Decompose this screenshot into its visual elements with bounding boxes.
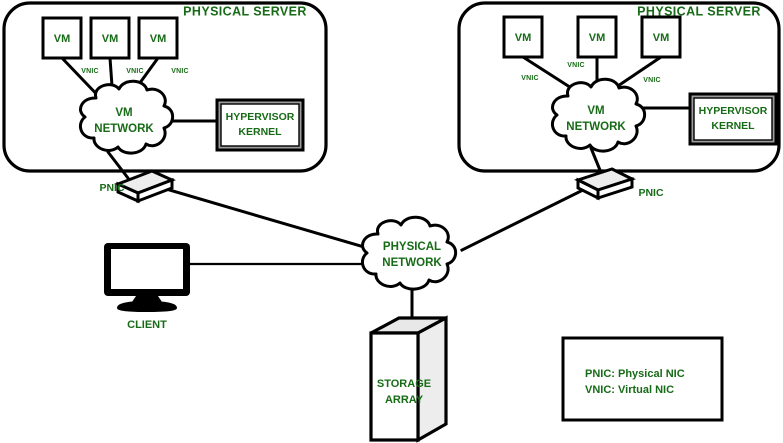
vm-right-2[interactable]: VM [576, 15, 618, 59]
kernel-line1-right: HYPERVISOR [699, 105, 768, 117]
pnic-right-front-face [596, 176, 634, 201]
vnic-label-right-2: VNIC [567, 62, 585, 69]
legend-box [561, 336, 724, 422]
monitor-neck [132, 296, 162, 302]
vm-left-3[interactable]: VM [137, 16, 179, 60]
client-workstation[interactable]: CLIENT [104, 243, 190, 331]
pnic-left-to-network-link [164, 187, 373, 251]
vm-box-left-3 [137, 16, 179, 60]
vm-label-left-2: VM [102, 33, 119, 45]
cloud-shape-left [78, 79, 175, 155]
kernel-line1-left: HYPERVISOR [226, 111, 295, 123]
vmnet-pnic-link-left [106, 150, 133, 184]
hypervisor-kernel-right[interactable]: HYPERVISOR KERNEL [688, 92, 778, 146]
hypervisor-kernel-left[interactable]: HYPERVISOR KERNEL [215, 98, 305, 152]
vm-box-left-1 [41, 16, 83, 60]
vm-box-left-2 [89, 16, 131, 60]
pnic-left-front-face [136, 177, 174, 204]
physical-network-cloud[interactable]: PHYSICAL NETWORK [360, 215, 458, 291]
vm-network-cloud-left[interactable]: VM NETWORK [78, 79, 175, 155]
pnic-label-right: PNIC [638, 187, 664, 199]
physical-network-line1: PHYSICAL [383, 241, 441, 253]
legend: PNIC: Physical NIC VNIC: Virtual NIC [561, 336, 724, 422]
vm-network-line1-right: VM [587, 105, 604, 117]
pnic-left[interactable]: PNIC [99, 169, 176, 204]
server-title-right: PHYSICAL SERVER [637, 4, 761, 18]
vnic-label-left-2: VNIC [126, 68, 144, 75]
vnic-label-right-3: VNIC [643, 77, 661, 84]
pnic-right[interactable]: PNIC [574, 167, 664, 201]
vm-box-right-3 [640, 15, 682, 59]
vnic-label-left-1: VNIC [81, 68, 99, 75]
physical-server-left[interactable]: PHYSICAL SERVER VM VM VM VNIC VNIC VNIC … [2, 1, 328, 184]
vm-left-1[interactable]: VM [41, 16, 83, 60]
vnic-label-right-1: VNIC [521, 75, 539, 82]
cloud-shape-right [550, 77, 647, 153]
vm-box-right-1 [502, 15, 544, 59]
vm-label-right-2: VM [589, 32, 606, 44]
physical-server-right[interactable]: PHYSICAL SERVER VM VM VM VNIC VNIC VNIC … [457, 1, 781, 182]
monitor-screen [111, 249, 183, 289]
kernel-line2-right: KERNEL [711, 120, 755, 132]
vm-label-left-3: VM [150, 33, 167, 45]
vm-network-line1-left: VM [115, 107, 132, 119]
legend-line-2: VNIC: Virtual NIC [585, 384, 674, 396]
legend-line-1: PNIC: Physical NIC [585, 368, 685, 380]
server-title-left: PHYSICAL SERVER [183, 4, 307, 18]
vm-network-line2-left: NETWORK [94, 123, 154, 135]
vm-network-cloud-right[interactable]: VM NETWORK [550, 77, 647, 153]
vm-left-2[interactable]: VM [89, 16, 131, 60]
kernel-inner-left [220, 103, 300, 147]
kernel-line2-left: KERNEL [238, 126, 282, 138]
pnic-label-left: PNIC [99, 182, 125, 194]
vm-box-right-2 [576, 15, 618, 59]
physical-network-cloud-shape [360, 215, 458, 291]
kernel-inner-right [693, 97, 773, 141]
client-label: CLIENT [127, 319, 167, 331]
physical-network-line2: NETWORK [382, 257, 442, 269]
storage-line1: STORAGE [377, 378, 431, 390]
vm-label-right-1: VM [515, 32, 532, 44]
vm-network-line2-right: NETWORK [566, 121, 626, 133]
vm-label-left-1: VM [54, 33, 71, 45]
vm-label-right-3: VM [653, 32, 670, 44]
vm-right-3[interactable]: VM [640, 15, 682, 59]
monitor-base [117, 301, 177, 312]
pnic-right-to-network-link [459, 186, 588, 253]
storage-array[interactable]: STORAGE ARRAY [369, 315, 448, 443]
vm-right-1[interactable]: VM [502, 15, 544, 59]
storage-front-face [369, 331, 420, 442]
storage-line2: ARRAY [385, 394, 424, 406]
vnic-label-left-3: VNIC [171, 68, 189, 75]
